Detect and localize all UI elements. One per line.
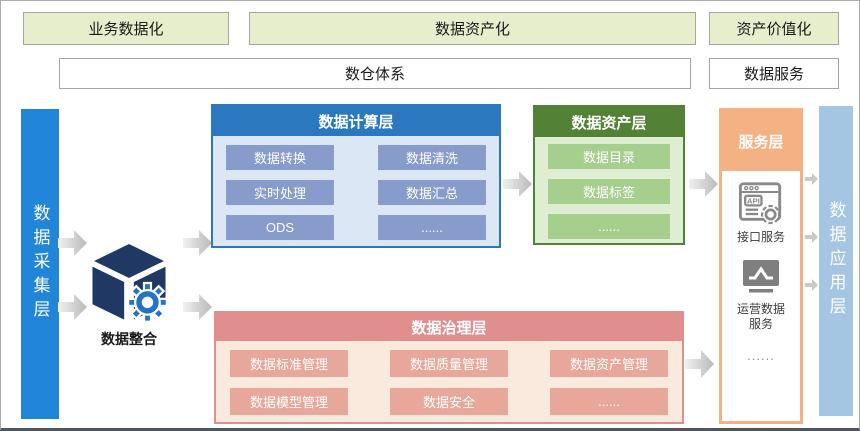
computing-cell: 数据清洗 — [378, 145, 486, 170]
asset-cell: 数据目录 — [548, 144, 670, 169]
service-layer: 服务层 API — [719, 108, 803, 424]
governance-cell: 数据资产管理 — [550, 350, 668, 377]
banner-asset-valorization: 资产价值化 — [709, 12, 839, 45]
computing-cell: 数据汇总 — [378, 180, 486, 205]
computing-cell: 实时处理 — [226, 180, 334, 205]
banner-data-assetization: 数据资产化 — [249, 12, 696, 45]
data-service-box: 数据服务 — [709, 58, 839, 89]
governance-cell: 数据安全 — [390, 388, 508, 415]
service-item-label: 接口服务 — [736, 230, 785, 244]
arrow-right-icon — [503, 171, 532, 197]
service-more-label: ...... — [747, 348, 775, 363]
banner-label: 资产价值化 — [736, 21, 812, 38]
integration-label: 数据整合 — [101, 331, 157, 347]
computing-layer-body: 数据转换 数据清洗 实时处理 数据汇总 ODS ...... — [213, 136, 499, 249]
cube-gear-icon — [88, 241, 170, 324]
arrow-right-icon — [689, 171, 718, 197]
svg-text:API: API — [747, 196, 760, 205]
arrow-right-icon — [58, 230, 87, 256]
computing-cell: 数据转换 — [226, 145, 334, 170]
governance-layer: 数据治理层 数据标准管理 数据质量管理 数据资产管理 数据模型管理 数据安全 .… — [214, 311, 684, 424]
arrow-right-icon — [183, 230, 212, 256]
asset-cell: ...... — [548, 214, 670, 239]
data-service-label: 数据服务 — [743, 66, 804, 83]
api-browser-icon: API — [738, 182, 782, 225]
monitor-chart-icon — [743, 260, 779, 293]
arrow-right-icon — [58, 294, 87, 320]
governance-cell: 数据质量管理 — [390, 350, 508, 377]
asset-cell: 数据标签 — [548, 179, 670, 204]
banner-business-datafication: 业务数据化 — [23, 12, 229, 45]
governance-cell: 数据标准管理 — [230, 350, 348, 377]
arrow-right-icon — [805, 173, 818, 185]
governance-cell: ...... — [550, 388, 668, 415]
computing-layer-title: 数据计算层 — [213, 106, 499, 136]
asset-layer-body: 数据目录 数据标签 ...... — [535, 137, 683, 246]
computing-layer: 数据计算层 数据转换 数据清洗 实时处理 数据汇总 ODS ...... — [211, 104, 501, 248]
data-application-layer-bar: 数据应用层 — [819, 106, 853, 416]
computing-cell: ODS — [226, 215, 334, 240]
data-application-layer-label: 数据应用层 — [826, 201, 846, 321]
arrow-right-icon — [805, 279, 818, 291]
service-layer-body: API 接口服务 — [722, 171, 800, 363]
governance-cell: 数据模型管理 — [230, 388, 348, 415]
warehouse-system-box: 数仓体系 — [59, 58, 691, 89]
warehouse-system-label: 数仓体系 — [344, 66, 405, 83]
banner-label: 数据资产化 — [434, 21, 510, 38]
governance-layer-body: 数据标准管理 数据质量管理 数据资产管理 数据模型管理 数据安全 ...... — [216, 341, 682, 424]
banner-label: 业务数据化 — [88, 21, 164, 38]
service-item-label: 运营数据服务 — [736, 302, 785, 331]
service-layer-title: 服务层 — [722, 111, 800, 171]
asset-layer: 数据资产层 数据目录 数据标签 ...... — [533, 105, 685, 245]
arrow-right-icon — [805, 231, 818, 243]
arrow-right-icon — [183, 294, 212, 320]
computing-cell: ...... — [378, 215, 486, 240]
asset-layer-title: 数据资产层 — [535, 107, 683, 137]
governance-layer-title: 数据治理层 — [216, 313, 682, 341]
arrow-right-icon — [685, 350, 714, 378]
data-collection-layer-label: 数据采集层 — [30, 204, 50, 324]
data-collection-layer-bar: 数据采集层 — [21, 109, 59, 419]
